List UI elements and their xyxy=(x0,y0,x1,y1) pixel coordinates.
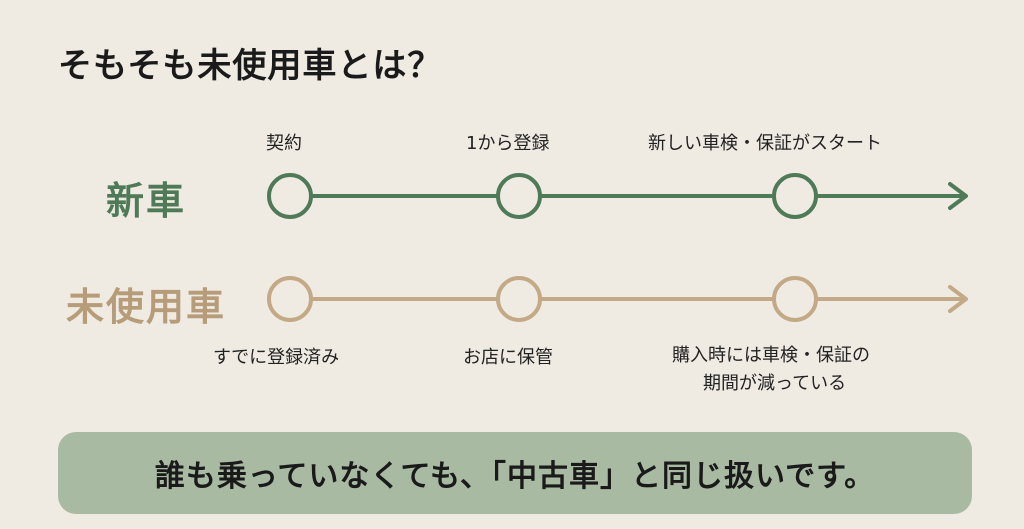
unused-car-step-node-3 xyxy=(772,276,818,322)
unused-car-row-label: 未使用車 xyxy=(66,285,227,329)
summary-banner: 誰も乗っていなくても、「中古車」と同じ扱いです。 xyxy=(58,432,972,514)
unused-step-label-3a: 購入時には車検・保証の xyxy=(672,345,870,366)
new-step-label-1: 契約 xyxy=(266,133,302,154)
new-car-timeline xyxy=(267,173,968,219)
new-car-timeline-arrowhead xyxy=(948,182,968,210)
new-car-step-node-2 xyxy=(496,173,542,219)
summary-banner-text: 誰も乗っていなくても、「中古車」と同じ扱いです。 xyxy=(154,459,876,494)
unused-step-label-3b: 期間が減っている xyxy=(703,373,847,394)
unused-car-step-node-1 xyxy=(267,276,313,322)
new-step-label-2: 1から登録 xyxy=(466,133,550,154)
new-step-label-3: 新しい車検・保証がスタート xyxy=(648,133,882,154)
new-car-step-node-1 xyxy=(267,173,313,219)
new-car-step-node-3 xyxy=(772,173,818,219)
unused-step-label-2: お店に保管 xyxy=(463,347,553,368)
page-title: そもそも未使用車とは？ xyxy=(58,46,443,86)
unused-car-step-node-2 xyxy=(496,276,542,322)
unused-car-timeline xyxy=(267,276,968,322)
new-car-row-label: 新車 xyxy=(106,179,187,223)
unused-car-timeline-arrowhead xyxy=(948,285,968,313)
unused-step-label-1: すでに登録済み xyxy=(213,347,340,368)
